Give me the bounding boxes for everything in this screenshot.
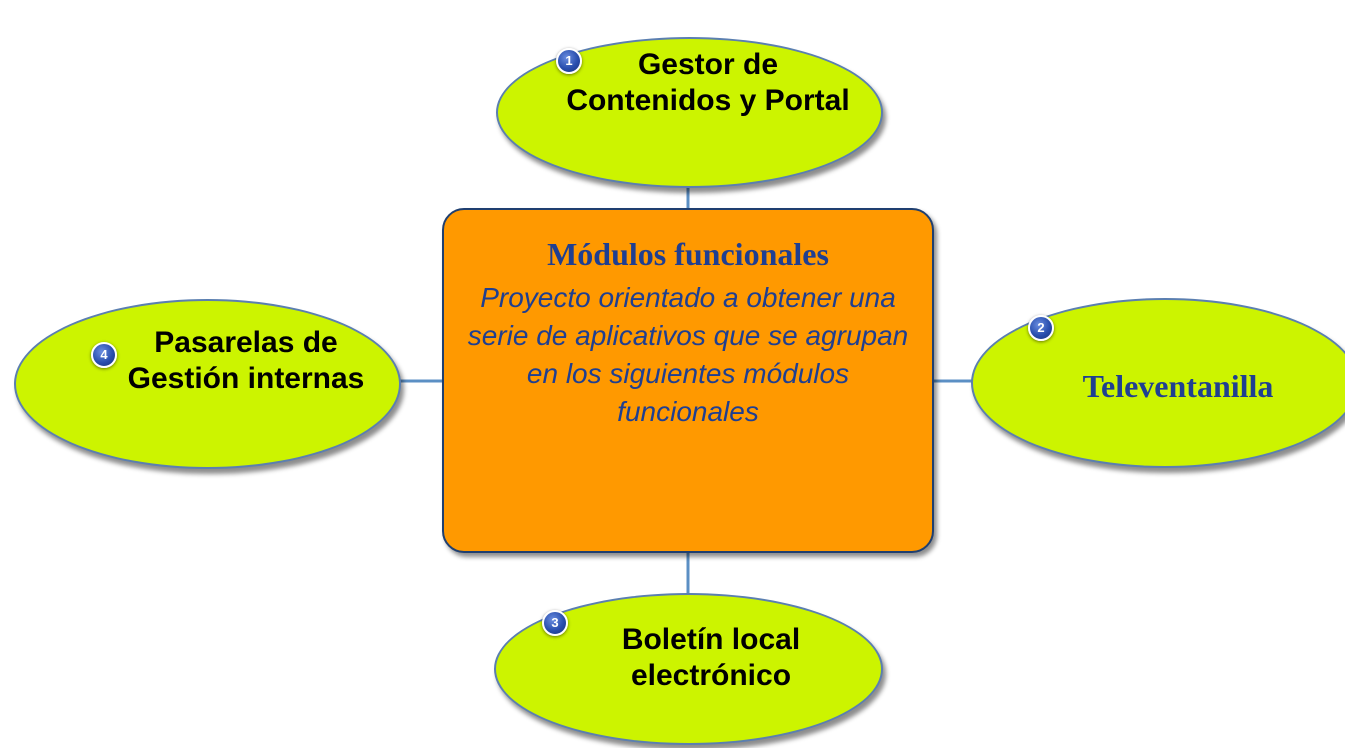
module-node-pasarelas: 4 Pasarelas de Gestión internas [14, 299, 401, 469]
number-badge: 4 [91, 342, 117, 368]
number-badge: 2 [1028, 315, 1054, 341]
module-node-gestor-contenidos: 1 Gestor de Contenidos y Portal [496, 37, 883, 188]
central-topic-box: Módulos funcionales Proyecto orientado a… [442, 208, 934, 553]
number-badge: 1 [556, 48, 582, 74]
number-badge: 3 [542, 610, 568, 636]
central-description: Proyecto orientado a obtener una serie d… [467, 282, 909, 427]
central-title: Módulos funcionales [547, 236, 829, 272]
module-node-televentanilla: 2 Televentanilla [971, 298, 1345, 468]
module-label: Gestor de Contenidos y Portal [566, 48, 850, 117]
module-label: Boletín local electrónico [621, 623, 801, 692]
module-label: Televentanilla [1082, 368, 1274, 404]
module-node-boletin: 3 Boletín local electrónico [494, 593, 883, 745]
module-label: Pasarelas de Gestión internas [127, 326, 365, 395]
